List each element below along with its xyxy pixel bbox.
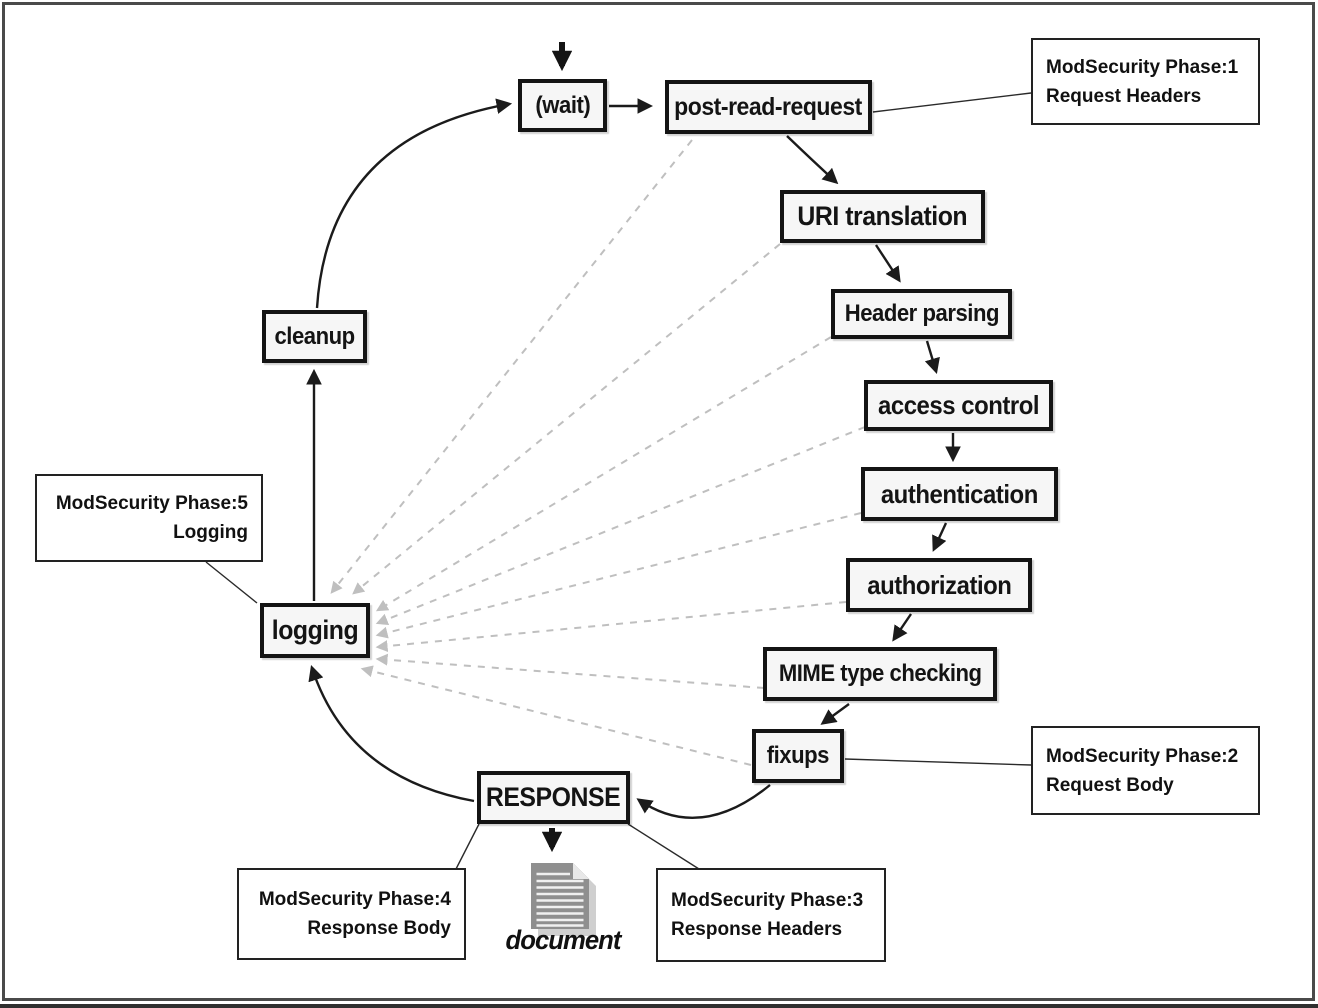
edge-authorization-to-mime-type-checking — [892, 613, 912, 642]
node-fixups-label: fixups — [766, 742, 830, 769]
node-logging-label: logging — [271, 615, 359, 645]
document-label: document — [505, 925, 622, 955]
document-icon — [531, 863, 596, 936]
annotation-phase-1-line1: ModSecurity Phase:1 — [1046, 56, 1239, 78]
figure-bottom-edge — [0, 1004, 1318, 1008]
dashed-edge-post-read-request-to-logging — [330, 139, 693, 594]
node-cleanup: cleanup — [262, 310, 367, 363]
annotation-phase-5-line2: Logging — [173, 522, 248, 543]
connector-post-read-request-to-phase1 — [872, 92, 1032, 113]
edge-cleanup-to-wait — [315, 98, 513, 309]
node-cleanup-label: cleanup — [274, 322, 355, 350]
connector-phase5-to-logging — [205, 561, 258, 604]
edge-authentication-to-authorization — [932, 522, 948, 552]
node-uri-translation-label: URI translation — [797, 201, 968, 231]
edge-post-read-request-to-uri-translation — [786, 135, 839, 185]
node-post-read-request: post-read-request — [665, 80, 872, 134]
node-access-control: access control — [864, 380, 1053, 431]
annotation-phase-3-line2: Response Headers — [671, 919, 843, 940]
dashed-edge-mime-type-checking-to-logging — [375, 653, 765, 689]
node-response-label: RESPONSE — [486, 782, 621, 812]
node-uri-translation: URI translation — [780, 190, 985, 243]
node-wait-label: (wait) — [535, 91, 590, 119]
node-header-parsing-label: Header parsing — [844, 300, 999, 327]
annotation-phase-1-line2: Request Headers — [1046, 85, 1202, 107]
dashed-edge-authentication-to-logging — [375, 512, 862, 639]
annotation-phase-2-line2: Request Body — [1046, 774, 1174, 796]
node-logging: logging — [260, 603, 370, 658]
node-access-control-label: access control — [877, 390, 1040, 420]
dashed-edge-access-control-to-logging — [375, 426, 866, 625]
annotation-modsecurity-phase-1: ModSecurity Phase:1 Request Headers — [1031, 38, 1260, 125]
node-header-parsing: Header parsing — [831, 289, 1012, 339]
node-response: RESPONSE — [477, 771, 630, 824]
annotation-phase-3-line1: ModSecurity Phase:3 — [671, 890, 864, 911]
edge-response-to-logging — [308, 665, 475, 803]
node-authentication: authentication — [861, 467, 1058, 521]
node-authentication-label: authentication — [880, 478, 1039, 509]
connector-response-to-phase3 — [627, 823, 700, 870]
annotation-phase-5-line1: ModSecurity Phase:5 — [55, 493, 248, 514]
edge-uri-translation-to-header-parsing — [874, 244, 901, 283]
dashed-edge-fixups-to-logging — [360, 665, 752, 766]
connector-response-to-phase4 — [455, 823, 480, 870]
node-authorization-label: authorization — [866, 569, 1012, 600]
annotation-phase-4-line2: Response Body — [307, 918, 451, 939]
node-authorization: authorization — [846, 558, 1032, 612]
edge-mime-type-checking-to-fixups — [820, 703, 850, 725]
annotation-phase-2-line1: ModSecurity Phase:2 — [1046, 745, 1239, 767]
edge-fixups-to-response — [636, 784, 771, 819]
node-post-read-request-label: post-read-request — [674, 92, 863, 121]
node-mime-type-checking-label: MIME type checking — [778, 660, 982, 687]
node-wait: (wait) — [518, 79, 607, 132]
annotation-modsecurity-phase-4: ModSecurity Phase:4 Response Body — [237, 868, 466, 960]
dashed-edge-header-parsing-to-logging — [375, 336, 832, 612]
dashed-edge-authorization-to-logging — [375, 601, 847, 653]
node-mime-type-checking: MIME type checking — [763, 647, 997, 701]
annotation-phase-4-line1: ModSecurity Phase:4 — [258, 889, 451, 910]
annotation-modsecurity-phase-3: ModSecurity Phase:3 Response Headers — [656, 868, 886, 962]
connector-fixups-to-phase2 — [844, 758, 1032, 766]
edge-header-parsing-to-access-control — [924, 340, 940, 374]
annotation-modsecurity-phase-5: ModSecurity Phase:5 Logging — [35, 474, 263, 562]
node-fixups: fixups — [752, 729, 844, 783]
annotation-modsecurity-phase-2: ModSecurity Phase:2 Request Body — [1031, 726, 1260, 815]
